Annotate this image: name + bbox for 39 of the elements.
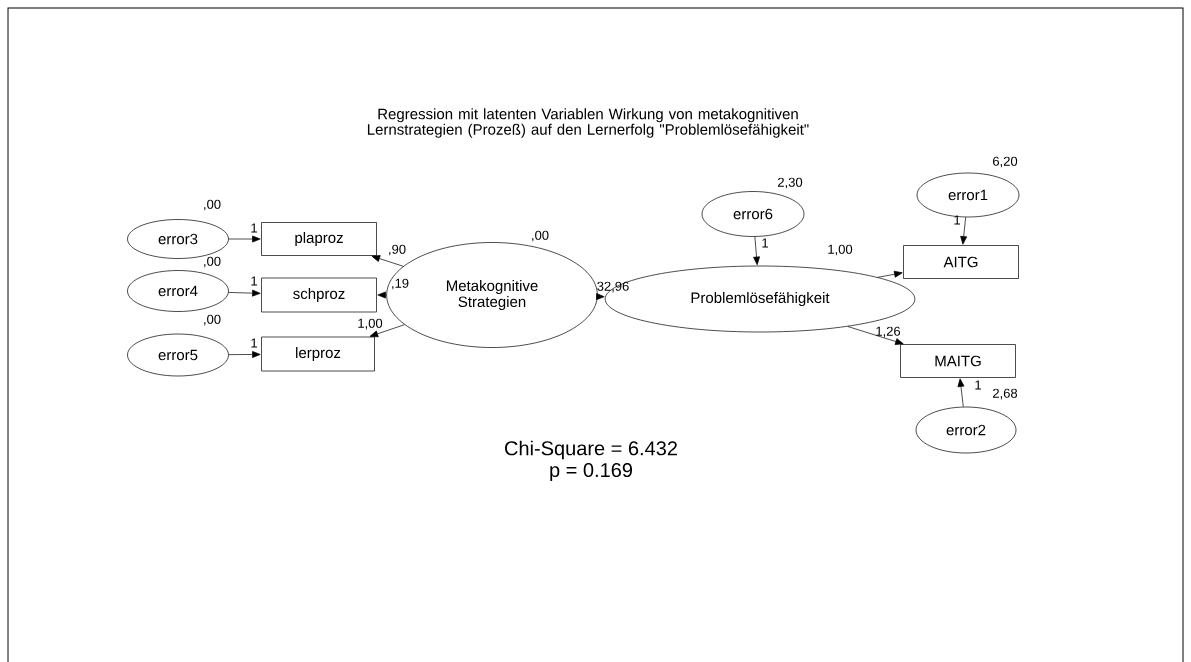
arrow [847, 326, 904, 345]
path-coefficient: 1 [251, 276, 257, 286]
arrow [960, 217, 968, 245]
variable-box: MAITG [900, 344, 1016, 378]
variance-value: ,00 [204, 199, 221, 211]
variable-box: plaproz [261, 222, 377, 256]
path-coefficient: 32,96 [597, 281, 629, 293]
fit-statistic: Chi-Square = 6.432 [505, 440, 677, 460]
variance-value: ,00 [204, 314, 221, 326]
path-coefficient: 1 [954, 215, 960, 225]
arrow [228, 235, 261, 243]
variance-value: 2,30 [778, 177, 803, 189]
arrow [228, 351, 261, 358]
path-coefficient: ,90 [389, 244, 406, 256]
arrow [369, 324, 405, 338]
variable-box: schproz [261, 277, 377, 313]
variable-box: lerproz [261, 336, 375, 372]
path-coefficient: ,19 [392, 278, 409, 290]
arrow [228, 289, 261, 297]
arrow [877, 270, 903, 278]
variance-value: 2,68 [993, 388, 1018, 400]
arrow [753, 236, 760, 266]
arrow [596, 293, 605, 300]
path-coefficient: 1 [975, 380, 981, 390]
path-coefficient: 1 [762, 238, 768, 248]
variance-value: 6,20 [993, 156, 1018, 168]
arrow [957, 378, 965, 408]
variance-value: ,00 [532, 230, 549, 242]
path-coefficient: 1 [251, 223, 257, 233]
path-coefficient: 1,26 [876, 326, 901, 338]
variance-value: ,00 [204, 256, 221, 268]
fit-statistic: p = 0.169 [550, 462, 632, 482]
path-coefficient: 1 [251, 338, 257, 348]
title: Regression mit latenten Variablen Wirkung von metakognitiven Lernstrategien (Prozeß) auf den Lernerfolg "Problemlösefähigkeit" [367, 108, 809, 138]
variable-box: AITG [903, 245, 1019, 279]
arrow [371, 255, 404, 267]
path-coefficient: 1,00 [358, 318, 383, 330]
arrow [377, 291, 387, 299]
path-coefficient: 1,00 [828, 244, 853, 256]
